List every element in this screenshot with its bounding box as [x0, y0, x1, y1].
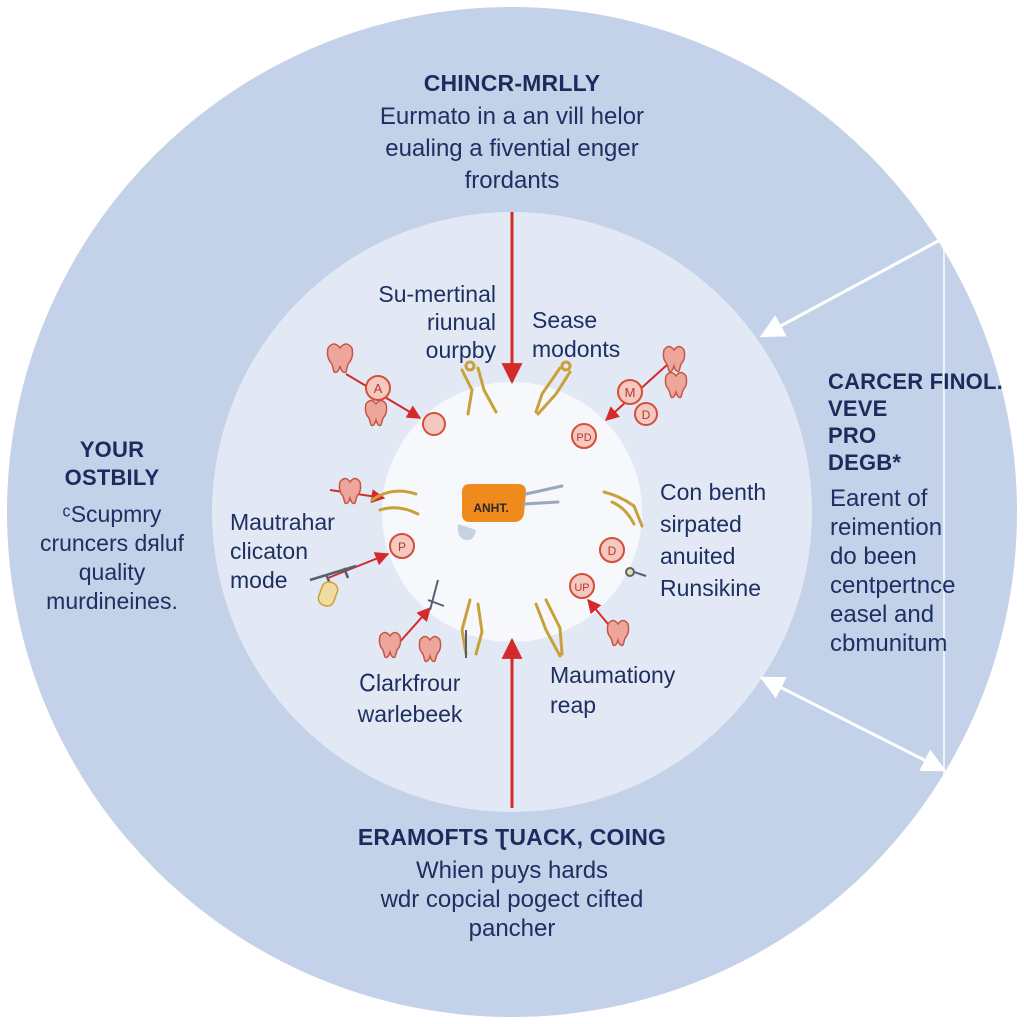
red-arrow-ll	[397, 606, 431, 645]
left-heading-line: OSTBILY	[64, 465, 160, 490]
label-line: Runsikine	[660, 575, 761, 601]
bottom-text: Whien puys hards wdr copcial pogect cift…	[292, 856, 732, 943]
svg-text:P: P	[398, 540, 406, 554]
svg-text:UP: UP	[574, 582, 589, 594]
left-line: murdineines.	[46, 588, 178, 614]
right-line: reimention	[830, 514, 943, 541]
dental-tool-icon	[460, 598, 484, 656]
right-line: easel and	[830, 601, 935, 628]
bottom-line: pancher	[468, 915, 556, 942]
top-line: Eurmato in a an vill helor	[379, 103, 645, 130]
dental-tool-icon	[460, 360, 498, 416]
top-text: Eurmato in a an vill helor eualing a fiv…	[292, 101, 732, 197]
label-mid-left: Mautrahar clicaton mode	[230, 508, 380, 595]
svg-text:D: D	[642, 408, 651, 422]
right-text: Earent of reimention do been centpertnce…	[830, 484, 1020, 658]
label-line: warlebeek	[357, 701, 463, 727]
circle-badge: P	[389, 533, 415, 559]
label-upper-right: Sease modonts	[532, 306, 692, 364]
left-heading-line: YOUR	[79, 437, 145, 462]
right-heading-line: DEGB*	[828, 450, 902, 475]
dental-instrument-icon	[625, 567, 647, 577]
right-heading: CARCER FINOL. VEVE PRO DEGB*	[828, 368, 1018, 476]
white-arrow-lower	[759, 676, 947, 772]
label-line: anuited	[660, 543, 736, 569]
left-text: ᶜScupmry cruncers dᴙluf quality murdinei…	[14, 500, 210, 616]
circle-badge	[422, 412, 446, 436]
label-line: Ꮯlarkfrour	[359, 670, 461, 696]
left-heading: YOUR OSTBILY	[30, 436, 194, 492]
dental-tool-icon	[370, 489, 420, 516]
label-line: reap	[550, 692, 597, 718]
left-line: quality	[78, 559, 146, 585]
label-line: riunual	[426, 309, 496, 335]
right-heading-line: PRO	[828, 423, 877, 448]
tooth-icon	[664, 371, 688, 399]
top-line: eualing a fivential enger	[385, 135, 639, 162]
label-line: mode	[230, 567, 288, 593]
tooth-icon	[418, 635, 442, 663]
tooth-icon	[326, 343, 354, 374]
label-line: modonts	[532, 336, 621, 362]
dental-tool-icon	[534, 360, 572, 416]
label-line: sirpated	[660, 511, 742, 537]
dental-tool-icon	[602, 490, 644, 528]
circle-badge: PD	[571, 423, 597, 449]
bottom-heading: ERAMOFTS ƮUACK, COING	[357, 824, 667, 850]
dental-tool-icon	[534, 598, 564, 658]
circle-badge: D	[634, 402, 658, 426]
svg-text:D: D	[608, 544, 617, 558]
top-heading: CHINCR-MRLLY	[423, 70, 601, 96]
label-line: Maumationy	[550, 662, 676, 688]
center-badge-label: ANHT.	[473, 501, 508, 515]
tooth-icon	[606, 619, 630, 647]
tooth-icon	[338, 477, 362, 505]
label-upper-left: Su-mertinal riunual ourpby	[300, 280, 496, 364]
svg-text:PD: PD	[576, 432, 591, 444]
label-lower-right: Maumationy reap	[550, 660, 720, 720]
right-line: centpertnce	[830, 572, 956, 599]
right-line: Earent of	[830, 485, 928, 512]
label-lower-left: Ꮯlarkfrour warlebeek	[330, 668, 490, 730]
circle-badge: D	[599, 537, 625, 563]
label-line: Con benth	[660, 479, 767, 505]
red-arrow-ml2	[327, 552, 390, 579]
dental-instrument-icon	[317, 581, 339, 607]
label-line: Sease	[532, 307, 598, 333]
right-line: cbmunitum	[830, 630, 948, 657]
label-line: Mautrahar	[230, 509, 335, 535]
label-line: clicaton	[230, 538, 308, 564]
bottom-line: wdr copcial pogect cifted	[380, 886, 644, 913]
tooth-icon	[662, 345, 686, 373]
label-line: ourpby	[425, 337, 496, 363]
top-line: frordants	[464, 167, 560, 194]
white-arrow-upper	[759, 238, 941, 338]
tooth-icon	[378, 631, 402, 659]
circle-badge: M	[617, 379, 643, 405]
svg-text:M: M	[625, 385, 636, 400]
right-heading-line: VEVE	[828, 396, 888, 421]
circle-badge: UP	[569, 573, 595, 599]
label-line: Su-mertinal	[378, 281, 496, 307]
right-heading-line: CARCER FINOL.	[828, 369, 1003, 394]
circle-badge: A	[365, 375, 391, 401]
dental-instrument-icon	[427, 579, 467, 658]
left-line: ᶜScupmry	[62, 501, 162, 527]
left-line: cruncers dᴙluf	[39, 530, 185, 556]
right-line: do been	[830, 543, 917, 570]
center-device: ANHT.	[457, 484, 564, 540]
svg-text:A: A	[374, 381, 383, 396]
tooth-icon	[364, 399, 388, 427]
bottom-line: Whien puys hards	[415, 857, 609, 884]
label-mid-right: Con benth sirpated anuited Runsikine	[660, 476, 810, 604]
